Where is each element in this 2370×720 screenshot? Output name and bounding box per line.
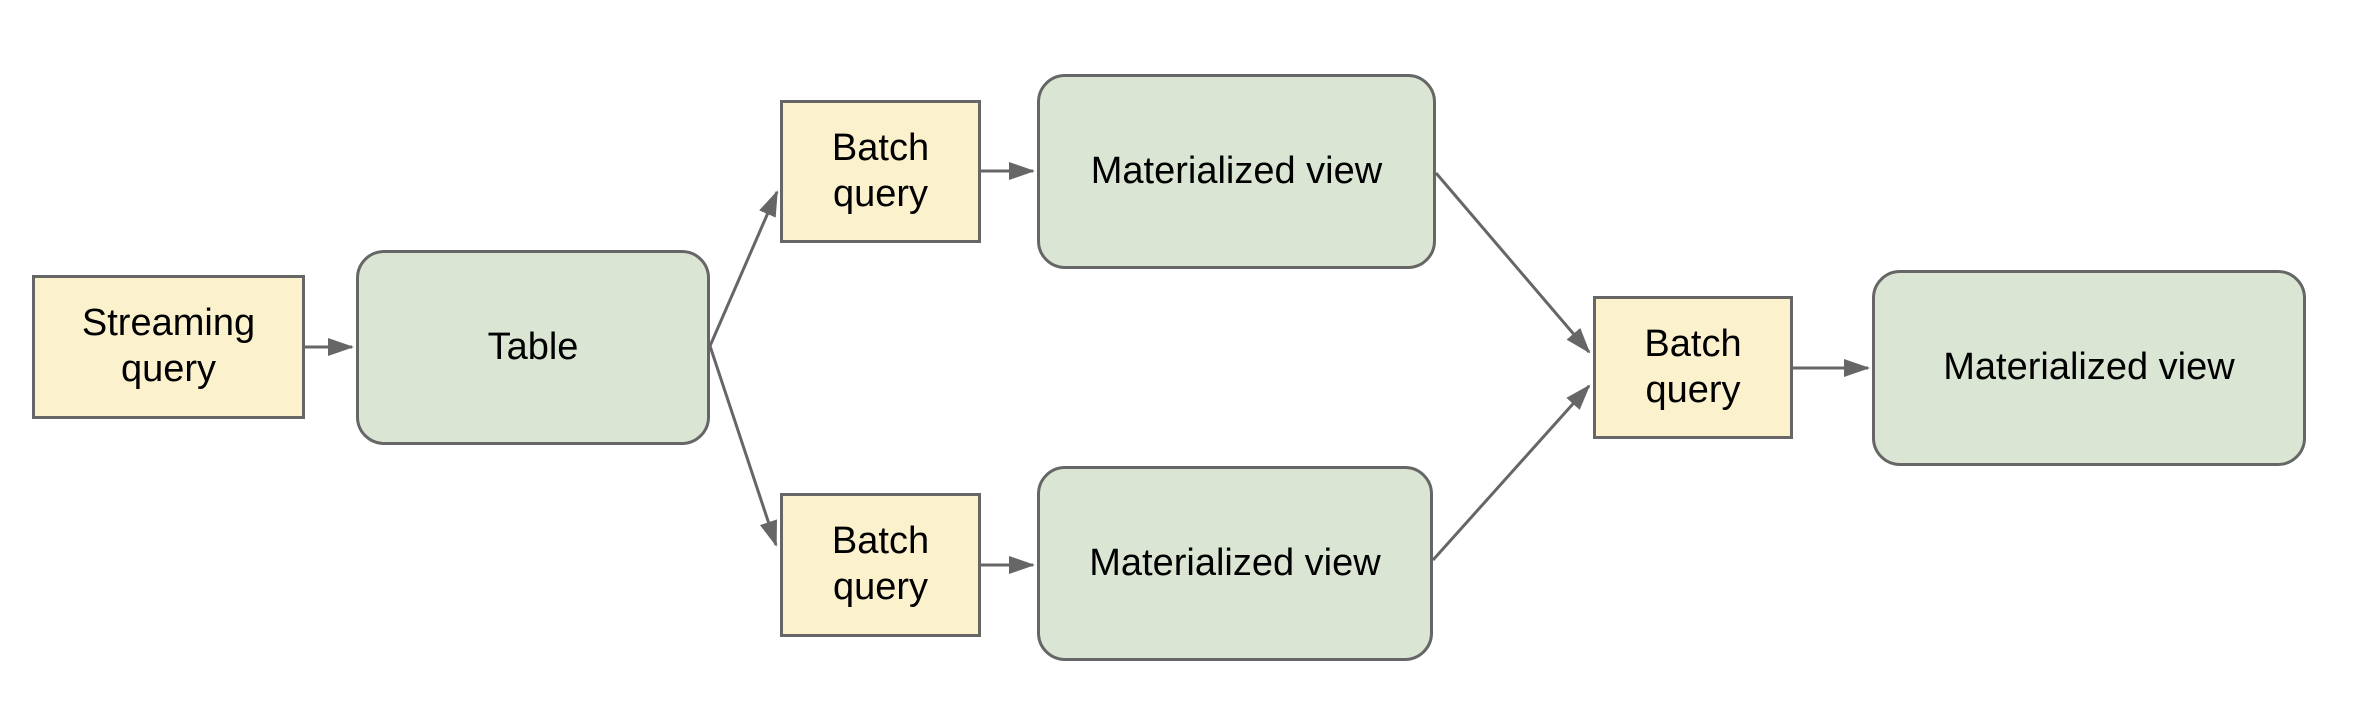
edge-materialized-view-top-to-batch-query-final bbox=[1434, 172, 1591, 354]
node-table-label: Table bbox=[487, 325, 579, 368]
node-materialized-view-final-label: Materialized view bbox=[1943, 346, 2235, 389]
node-materialized-view-bottom-label: Materialized view bbox=[1089, 541, 1381, 584]
node-streaming-query: Streaming query bbox=[32, 275, 305, 419]
node-materialized-view-top: Materialized view bbox=[1037, 74, 1436, 269]
node-batch-query-top: Batch query bbox=[780, 100, 981, 243]
node-batch-query-bottom: Batch query bbox=[780, 493, 981, 637]
node-batch-query-bottom-label: Batch query bbox=[831, 520, 930, 608]
node-materialized-view-bottom: Materialized view bbox=[1037, 466, 1433, 661]
node-streaming-query-label: Streaming query bbox=[81, 302, 256, 390]
edge-table-to-batch-query-bottom bbox=[708, 345, 778, 547]
edge-materialized-view-bottom-to-batch-query-final bbox=[1431, 384, 1591, 562]
node-batch-query-final: Batch query bbox=[1593, 296, 1793, 439]
node-materialized-view-final: Materialized view bbox=[1872, 270, 2306, 466]
node-batch-query-top-label: Batch query bbox=[831, 126, 930, 215]
node-batch-query-final-label: Batch query bbox=[1644, 322, 1742, 411]
node-table: Table bbox=[356, 250, 710, 445]
edge-table-to-batch-query-top bbox=[708, 190, 779, 347]
node-materialized-view-top-label: Materialized view bbox=[1090, 149, 1383, 192]
